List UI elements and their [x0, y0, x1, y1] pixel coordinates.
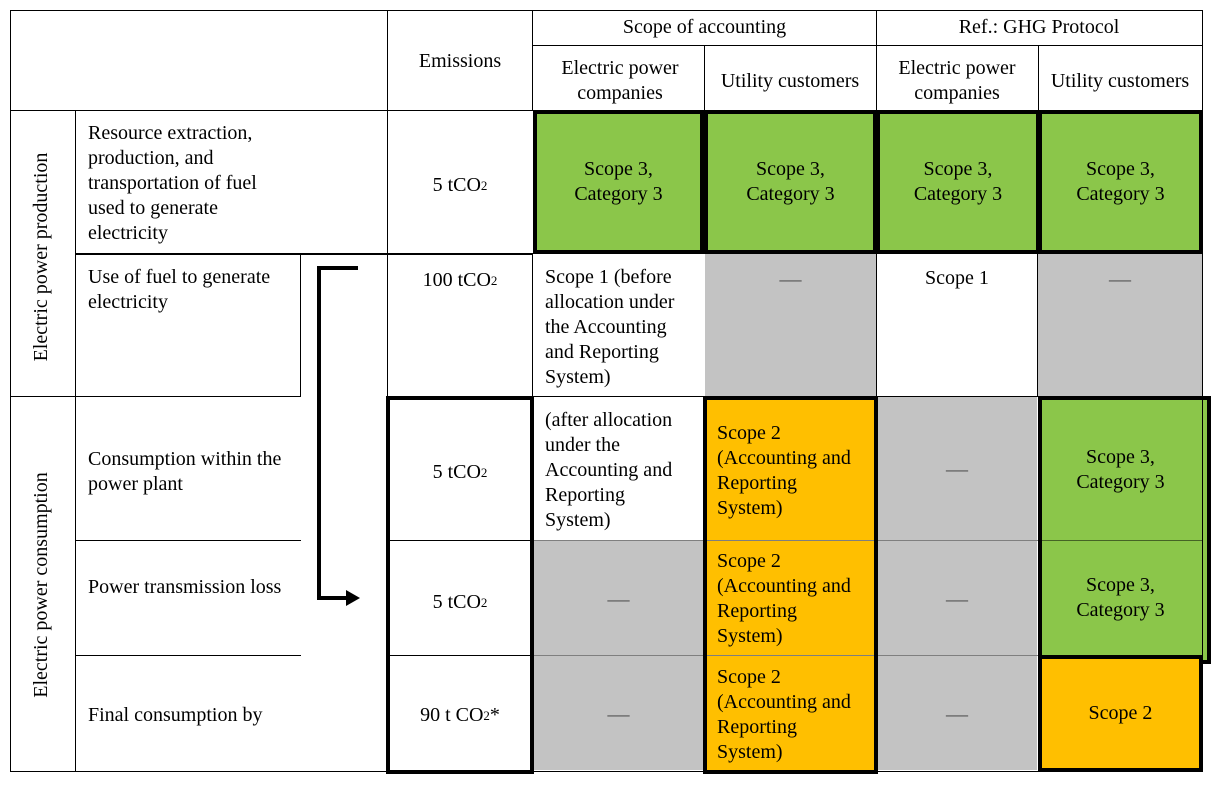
- dash: —: [946, 585, 968, 611]
- subscript: 2: [480, 177, 488, 193]
- scope-uc-final: Scope 2 (Accounting and Reporting System…: [717, 666, 851, 763]
- grid-line: [10, 396, 76, 397]
- scope-epc-transmission: —: [533, 541, 704, 655]
- grid-line: [1202, 10, 1203, 772]
- row-label-plant: Consumption within the power plant: [88, 448, 282, 495]
- header-ref-epc: Electric power companies: [898, 57, 1016, 104]
- cell-text: Scope 3, Category 3: [746, 158, 835, 205]
- emissions-value: 90 t CO: [420, 703, 484, 726]
- header-scope-uc: Utility customers: [720, 69, 860, 92]
- subscript: 2: [480, 464, 488, 480]
- ref-uc-transmission: Scope 3, Category 3: [1042, 568, 1199, 628]
- dash: —: [946, 700, 968, 726]
- grid-line: [533, 45, 1203, 46]
- subscript: 2: [490, 272, 498, 288]
- grid-line: [10, 10, 1203, 11]
- header-ref-uc: Utility customers: [1050, 69, 1190, 92]
- cell-text: Scope 1: [925, 267, 989, 289]
- grid-line: [75, 253, 533, 255]
- grid-line: [704, 45, 705, 110]
- grid-line: [876, 10, 877, 110]
- allocation-arrow-icon: [317, 266, 360, 606]
- grid-line: [533, 396, 1203, 397]
- emissions-value: 5 tCO: [432, 590, 481, 613]
- scope-epc-fuel-use: Scope 1 (before allocation under the Acc…: [545, 266, 675, 388]
- footnote-mark: *: [489, 703, 500, 726]
- grid-line: [75, 110, 76, 772]
- cell-text: Scope 3, Category 3: [913, 158, 1003, 205]
- section-consumption: Electric power consumption: [30, 472, 52, 698]
- scope-uc-final-bg: [705, 656, 876, 770]
- emissions-consumption-box: [386, 396, 534, 774]
- grid-line: [388, 655, 533, 656]
- dash: —: [779, 266, 802, 291]
- ref-uc-fuel-use: —: [1038, 254, 1202, 396]
- grid-line: [1037, 254, 1038, 396]
- cell-text: Scope 3, Category 3: [1076, 446, 1165, 493]
- grid-line: [1038, 45, 1039, 110]
- dash: —: [607, 585, 630, 611]
- grid-line: [533, 540, 1203, 541]
- grid-line: [532, 10, 533, 110]
- scope-uc-extraction: Scope 3, Category 3: [704, 110, 877, 254]
- scope-uc-plant: Scope 2 (Accounting and Reporting System…: [717, 422, 851, 519]
- emissions-value: 5 tCO: [432, 173, 481, 196]
- dash: —: [607, 700, 630, 726]
- grid-line: [533, 655, 1038, 656]
- cell-text: Scope 2: [1088, 702, 1153, 724]
- scope-uc-orange-box: [703, 396, 878, 774]
- row-label-extraction: Resource extraction, production, and tra…: [88, 122, 257, 244]
- row-label-final: Final consumption by: [88, 704, 263, 726]
- grid-line: [876, 254, 877, 772]
- scope-epc-plant: (after allocation under the Accounting a…: [545, 409, 673, 531]
- grid-line: [10, 10, 11, 772]
- grid-line: [388, 540, 533, 541]
- scope-epc-extraction: Scope 3, Category 3: [533, 110, 704, 254]
- ref-uc-final: Scope 2: [1038, 655, 1203, 772]
- scope-uc-plant-bg: [705, 397, 876, 540]
- header-ghg-protocol: Ref.: GHG Protocol: [958, 15, 1120, 38]
- ref-epc-plant: —: [877, 397, 1037, 540]
- scope-uc-transmission-bg: [705, 541, 876, 655]
- grid-line: [532, 254, 533, 772]
- row-label-transmission: Power transmission loss: [88, 576, 282, 598]
- grid-line: [75, 655, 301, 656]
- emissions-value: 100 tCO: [422, 268, 491, 291]
- grid-line: [10, 110, 1203, 111]
- ref-epc-transmission: —: [877, 541, 1037, 655]
- row-label-fuel-use: Use of fuel to generate electricity: [88, 266, 271, 313]
- header-scope-epc: Electric power companies: [561, 57, 679, 104]
- header-emissions: Emissions: [418, 49, 502, 72]
- grid-line: [75, 540, 301, 541]
- cell-text: Scope 3, Category 3: [1076, 158, 1165, 205]
- grid-line: [300, 253, 301, 397]
- ref-epc-extraction: Scope 3, Category 3: [876, 110, 1040, 254]
- scope-uc-transmission: Scope 2 (Accounting and Reporting System…: [717, 550, 851, 647]
- header-scope-of-accounting: Scope of accounting: [622, 15, 787, 38]
- ref-uc-extraction: Scope 3, Category 3: [1038, 110, 1203, 254]
- subscript: 2: [483, 707, 490, 723]
- dash: —: [1109, 266, 1131, 291]
- cell-text: Scope 3, Category 3: [574, 158, 663, 205]
- cell-text: Scope 3, Category 3: [1076, 574, 1165, 621]
- dash: —: [946, 456, 968, 481]
- emissions-value: 5 tCO: [432, 460, 481, 483]
- grid-line: [75, 396, 301, 397]
- ref-epc-fuel-use: Scope 1: [877, 254, 1037, 396]
- scope-epc-final: —: [533, 656, 704, 770]
- grid-line: [10, 771, 1203, 772]
- subscript: 2: [480, 594, 488, 610]
- ref-uc-plant: Scope 3, Category 3: [1042, 440, 1199, 500]
- scope-uc-fuel-use: —: [705, 254, 876, 396]
- ref-epc-final: —: [877, 656, 1037, 770]
- grid-line: [387, 10, 388, 772]
- section-production: Electric power production: [30, 152, 52, 362]
